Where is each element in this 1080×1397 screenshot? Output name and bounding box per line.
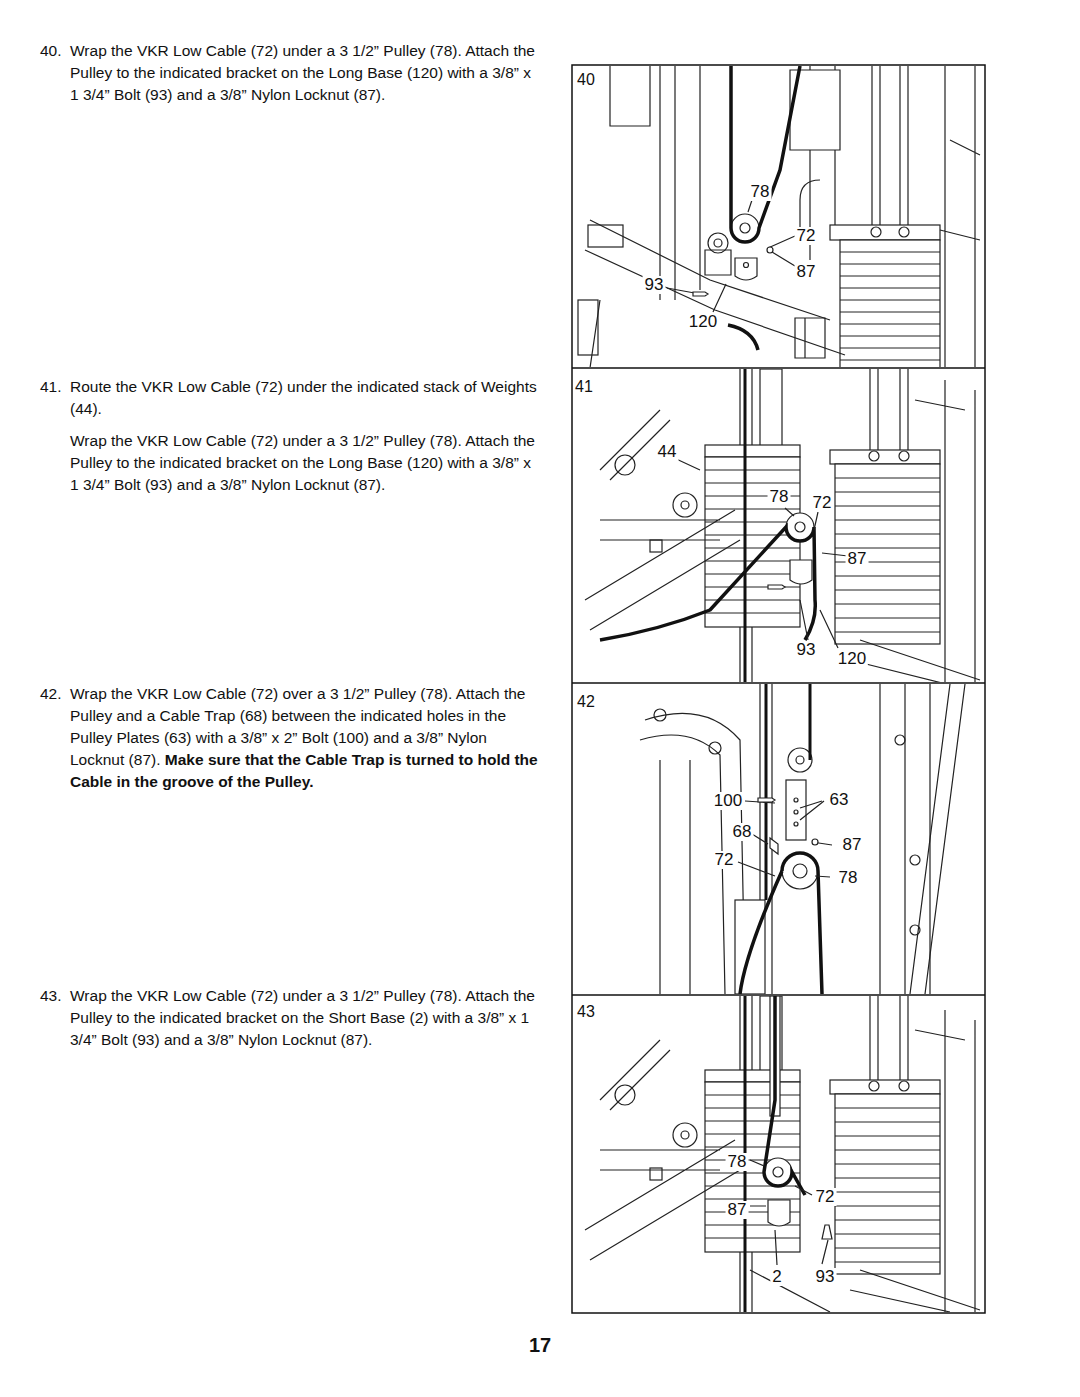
step-instruction-group: Wrap the VKR Low Cable (72) over a 3 1/2… — [70, 683, 540, 793]
page-number: 17 — [529, 1334, 551, 1356]
callout-number: 78 — [837, 869, 860, 887]
step-number: 43. — [40, 985, 62, 1007]
callout-number: 87 — [726, 1201, 749, 1219]
callout-number: 93 — [643, 276, 666, 294]
callout-number: 93 — [795, 641, 818, 659]
panel-41-art — [585, 369, 980, 682]
step-number: 42. — [40, 683, 62, 705]
callout-number: 2 — [770, 1268, 783, 1286]
callout-number: 72 — [713, 851, 736, 869]
panel-step-number: 42 — [575, 693, 597, 711]
callout-number: 72 — [795, 227, 818, 245]
step-instruction: Wrap the VKR Low Cable (72) under a 3 1/… — [70, 430, 540, 496]
callout-number: 93 — [814, 1268, 837, 1286]
panel-step-number: 43 — [575, 1003, 597, 1021]
step-instruction: Wrap the VKR Low Cable (72) under a 3 1/… — [70, 40, 540, 106]
callout-number: 78 — [726, 1153, 749, 1171]
callout-number: 78 — [768, 488, 791, 506]
callout-number: 100 — [712, 792, 744, 810]
panel-42-art — [640, 684, 965, 994]
callout-number: 68 — [731, 823, 754, 841]
callout-number: 78 — [749, 183, 772, 201]
step-number: 40. — [40, 40, 62, 62]
callout-number: 72 — [814, 1188, 837, 1206]
panel-40-art — [578, 66, 980, 367]
callout-number: 87 — [841, 836, 864, 854]
panel-step-number: 41 — [573, 378, 595, 396]
callout-number: 87 — [795, 263, 818, 281]
callout-number: 72 — [811, 494, 834, 512]
panel-step-number: 40 — [575, 71, 597, 89]
callout-number: 63 — [828, 791, 851, 809]
panel-frames — [572, 65, 985, 1313]
callout-number: 120 — [687, 313, 719, 331]
callout-number: 44 — [656, 443, 679, 461]
step-instruction: Route the VKR Low Cable (72) under the i… — [70, 376, 540, 420]
step-number: 41. — [40, 376, 62, 398]
step-instruction: Wrap the VKR Low Cable (72) under a 3 1/… — [70, 985, 540, 1051]
panel-43-art — [585, 996, 980, 1312]
callout-number: 120 — [836, 650, 868, 668]
callout-number: 87 — [846, 550, 869, 568]
